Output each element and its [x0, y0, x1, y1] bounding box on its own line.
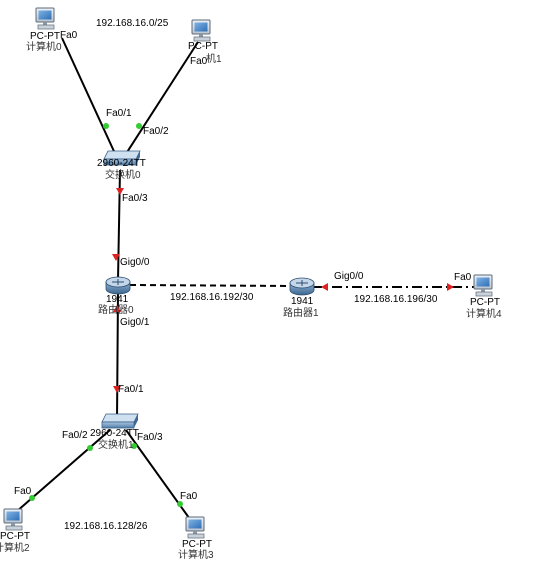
- pc2-icon[interactable]: [3, 508, 23, 531]
- links: [15, 37, 478, 523]
- network-label-wan: 192.168.16.192/30: [170, 292, 254, 303]
- switch0-model: 2960-24TT: [97, 158, 146, 169]
- network-label-lan0: 192.168.16.0/25: [96, 18, 169, 29]
- pc1-port: Fa0: [190, 56, 208, 67]
- network-label-lan1: 192.168.16.128/26: [64, 521, 148, 532]
- pc3-name: 计算机3: [178, 550, 214, 561]
- link-pc1-switch0[interactable]: [121, 41, 199, 161]
- link-router0-switch1[interactable]: [116, 291, 119, 421]
- pc2-model: PC-PT: [0, 531, 30, 542]
- router0-name: 路由器0: [98, 305, 134, 316]
- router0-model: 1941: [106, 294, 129, 305]
- pc3-model: PC-PT: [182, 539, 212, 550]
- switch0-port-fa0-1: Fa0/1: [106, 108, 132, 119]
- pc4-model: PC-PT: [470, 297, 500, 308]
- router0-port-gig0-1: Gig0/1: [120, 317, 150, 328]
- port-down-marker: [113, 305, 121, 312]
- pc1-name: 机1: [206, 54, 222, 65]
- router1-name: 路由器1: [283, 308, 319, 319]
- port-down-marker: [112, 254, 120, 261]
- switch0-name: 交换机0: [105, 170, 141, 181]
- switch1-name: 交换机1: [98, 440, 134, 451]
- port-markers: [29, 123, 454, 507]
- pc3-port: Fa0: [180, 491, 198, 502]
- port-down-marker: [321, 283, 328, 291]
- pc4-name: 计算机4: [466, 309, 502, 320]
- router0-icon[interactable]: [105, 276, 131, 295]
- pc0-port: Fa0: [60, 30, 78, 41]
- link-pc0-switch0[interactable]: [61, 37, 119, 161]
- port-down-marker: [116, 188, 124, 195]
- port-up-marker: [103, 123, 109, 129]
- pc3-icon[interactable]: [185, 516, 205, 539]
- pc2-name: 计算机2: [0, 543, 30, 554]
- port-up-marker: [131, 443, 137, 449]
- pc2-port: Fa0: [14, 486, 32, 497]
- switch1-model: 2960-24TT: [90, 428, 139, 439]
- switch0-port-fa0-3: Fa0/3: [122, 193, 148, 204]
- pc4-icon[interactable]: [473, 274, 493, 297]
- switch0-port-fa0-2: Fa0/2: [143, 126, 169, 137]
- switch0-icon[interactable]: [103, 150, 141, 166]
- router0-port-gig0-0: Gig0/0: [120, 257, 150, 268]
- switch1-port-fa0-1: Fa0/1: [118, 384, 144, 395]
- switch1-icon[interactable]: [101, 413, 139, 429]
- pc0-model: PC-PT: [30, 31, 60, 42]
- link-router0-router1[interactable]: [129, 284, 293, 287]
- port-up-marker: [136, 123, 142, 129]
- router1-port-gig0-0: Gig0/0: [334, 271, 364, 282]
- pc1-model: PC-PT: [188, 41, 218, 52]
- pc1-icon[interactable]: [191, 19, 211, 42]
- switch1-port-fa0-3: Fa0/3: [137, 432, 163, 443]
- pc0-name: 计算机0: [26, 42, 62, 53]
- port-up-marker: [177, 501, 183, 507]
- router1-model: 1941: [291, 296, 314, 307]
- port-up-marker: [87, 445, 93, 451]
- pc4-port: Fa0: [454, 272, 472, 283]
- switch1-port-fa0-2: Fa0/2: [62, 430, 88, 441]
- pc0-icon[interactable]: [35, 7, 55, 30]
- port-down-marker: [447, 283, 454, 291]
- network-label-pc4: 192.168.16.196/30: [354, 294, 438, 305]
- router1-icon[interactable]: [289, 277, 315, 296]
- port-up-marker: [29, 495, 35, 501]
- port-down-marker: [113, 386, 121, 393]
